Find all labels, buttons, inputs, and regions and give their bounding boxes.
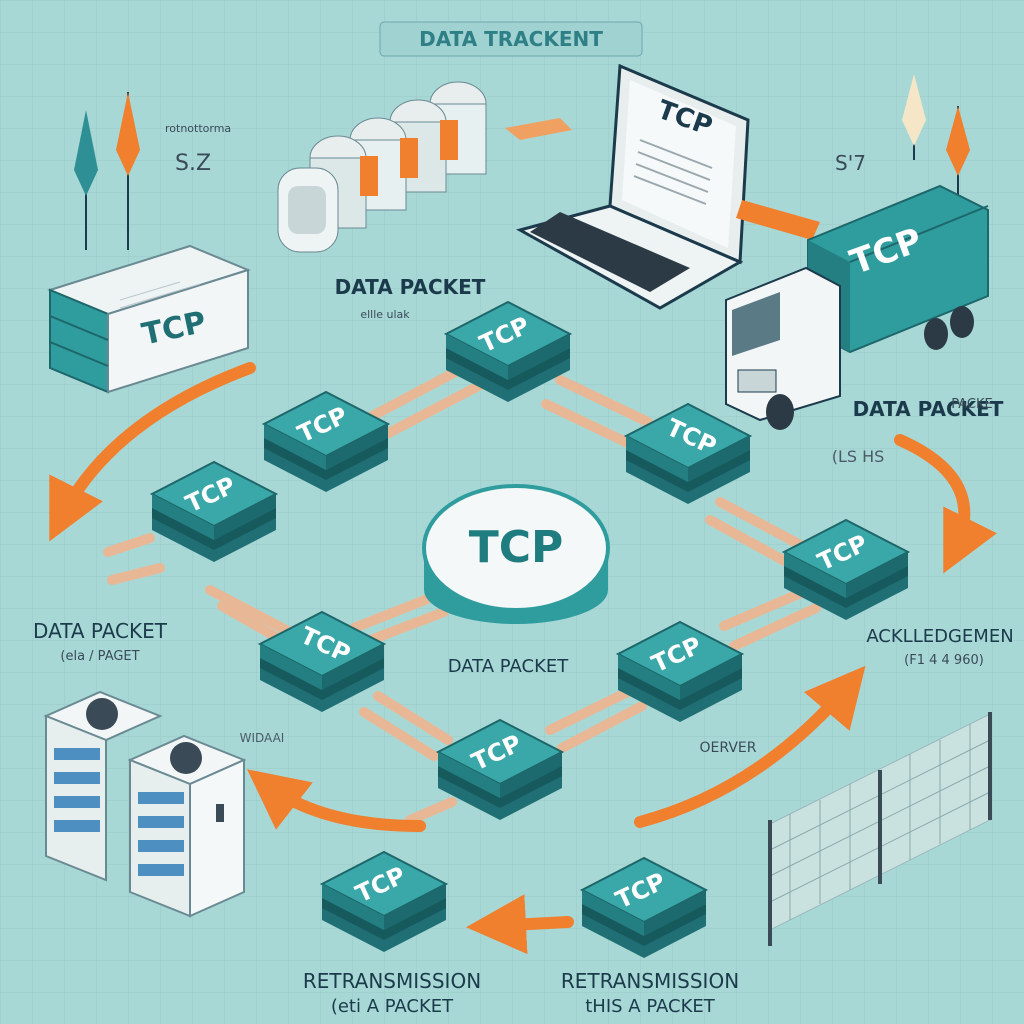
label-data-packet-left-sub: (ela / PAGET: [60, 649, 139, 664]
delivery-truck: TCP: [725, 184, 989, 430]
tcp-node-upper-right: TCP: [625, 403, 751, 505]
antenna-arrows-left: [74, 92, 140, 250]
laptop-connector: [736, 200, 820, 240]
label-data-packet-top-sub: ellle ulak: [360, 308, 410, 321]
label-retransmission-right-sub: tHIS A PACKET: [585, 996, 716, 1017]
label-retransmission-right: RETRANSMISSION: [561, 969, 739, 993]
tcp-node-retrans-left: TCP: [321, 851, 447, 953]
label-retransmission-left: RETRANSMISSION: [303, 969, 481, 993]
server-left-fragment: WIDAAI: [240, 731, 285, 745]
server-tower-back: [43, 690, 163, 882]
label-acknowledgement-sub: (F1 4 4 960): [904, 653, 984, 668]
flow-arrows: [49, 362, 997, 955]
net-fence: [768, 712, 992, 946]
tcp-node-lower-left: TCP: [259, 611, 385, 713]
label-data-packet-right-sub: PACKE: [951, 397, 993, 412]
rack-connector: [505, 118, 572, 140]
arrow-ack: [634, 665, 866, 828]
server-box-left: TCP: [47, 244, 251, 394]
laptop: TCP: [516, 63, 750, 310]
label-data-packet-left: DATA PACKET: [33, 619, 168, 643]
arrow-bottom-left: [247, 769, 426, 832]
tcp-node-bottom: TCP: [437, 719, 563, 821]
label-data-packet-right: DATA PACKET: [853, 397, 1004, 421]
label-data-packet-center: DATA PACKET: [448, 656, 570, 677]
antenna-arrows-right: [902, 74, 970, 220]
data-storage-rack: [277, 81, 487, 253]
tcp-node-top: TCP: [445, 301, 571, 403]
top-right-fragment: S'7: [835, 151, 866, 175]
top-left-fragment: S.Z: [175, 151, 211, 176]
label-retransmission-left-sub: (eti A PACKET: [331, 996, 454, 1017]
tcp-node-upper-left: TCP: [263, 391, 389, 493]
tcp-node-retrans-right: TCP: [581, 857, 707, 959]
arrow-left-loop: [49, 362, 256, 542]
server-tower-front: [127, 734, 247, 918]
center-tcp-label: TCP: [469, 522, 564, 573]
label-data-packet-top: DATA PACKET: [335, 275, 486, 299]
center-tcp-hub: TCP: [422, 484, 610, 624]
title-banner: DATA TRACKENT: [379, 21, 643, 57]
label-server: OERVER: [700, 740, 757, 756]
label-acknowledgement: ACKLLEDGEMEN: [866, 626, 1013, 647]
right-scribble: (LS HS: [832, 447, 885, 466]
arrow-retransmission: [466, 894, 574, 955]
tcp-node-right: TCP: [783, 519, 909, 621]
tcp-node-left: TCP: [151, 461, 277, 563]
tcp-node-lower-right: TCP: [617, 621, 743, 723]
page-title: DATA TRACKENT: [419, 27, 603, 51]
top-left-tiny-label: rotnottorma: [165, 122, 231, 135]
arrow-right-loop: [894, 434, 997, 574]
